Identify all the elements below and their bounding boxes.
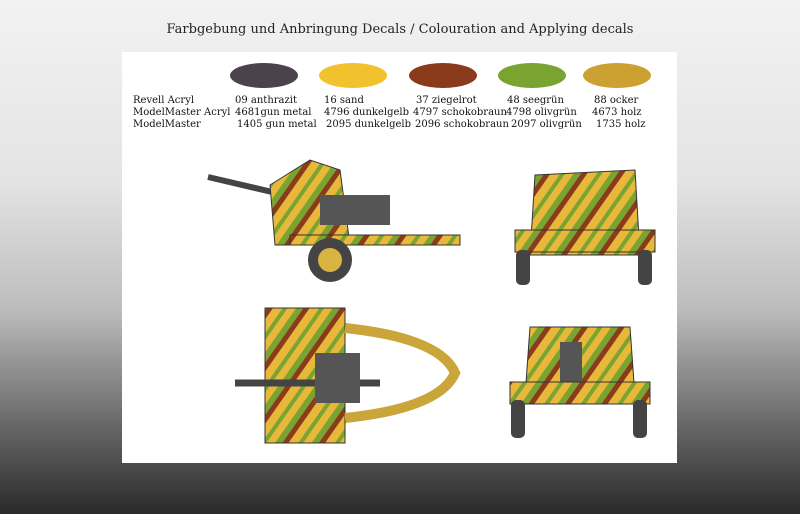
color-chart-panel: Revell Acryl ModelMaster Acryl ModelMast… [122, 52, 677, 463]
top-view-drawing [235, 307, 461, 444]
brand-modelmaster-acryl: ModelMaster Acryl [133, 107, 231, 118]
page-title: Farbgebung und Anbringung Decals / Colou… [166, 22, 634, 37]
code: 4681gun metal [235, 107, 312, 118]
code: 37 ziegelrot [416, 95, 477, 106]
swatch-seegruen [498, 63, 566, 88]
code: 4797 schokobraun [413, 107, 507, 118]
brand-modelmaster: ModelMaster [133, 119, 201, 130]
brand-revell-acryl: Revell Acryl [133, 95, 195, 106]
swatch-sand [319, 63, 387, 88]
code: 4796 dunkelgelb [324, 107, 410, 118]
code: 2096 schokobraun [415, 119, 509, 130]
code: 16 sand [324, 95, 364, 106]
code: 48 seegrün [507, 95, 564, 106]
swatch-anthrazit [230, 63, 298, 88]
code: 1405 gun metal [237, 119, 317, 130]
code: 4798 olivgrün [506, 107, 577, 118]
side-view-drawing [207, 159, 461, 282]
front-view-drawing [509, 326, 651, 438]
swatch-ziegelrot [409, 63, 477, 88]
code: 2095 dunkelgelb [326, 119, 412, 130]
code: 88 ocker [594, 95, 639, 106]
rear-view-drawing [514, 169, 656, 285]
code: 4673 holz [592, 107, 642, 118]
swatch-ocker [583, 63, 651, 88]
code: 1735 holz [596, 119, 646, 130]
code: 09 anthrazit [235, 95, 297, 106]
code: 2097 olivgrün [511, 119, 582, 130]
